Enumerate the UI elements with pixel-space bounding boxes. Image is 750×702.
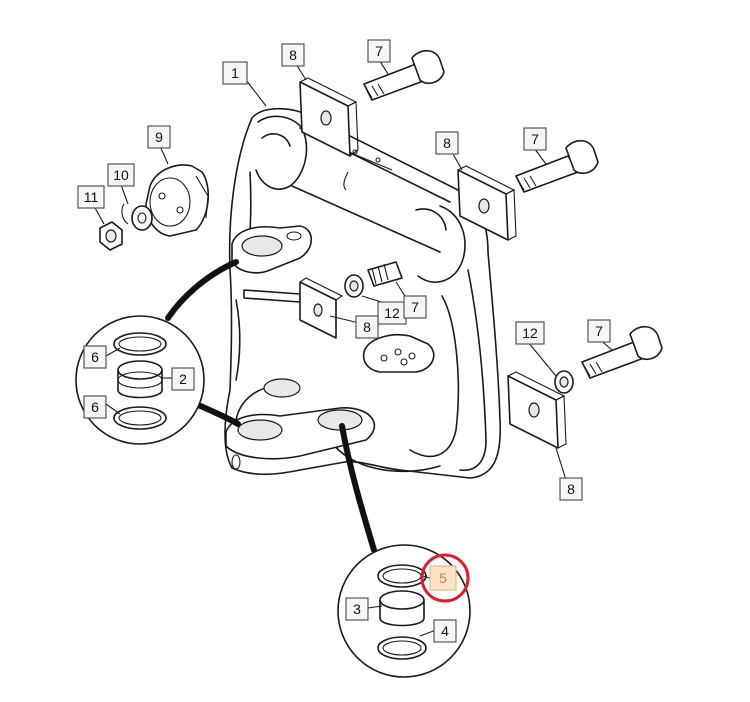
callout-7-top: 7 <box>367 39 391 63</box>
callout-4: 4 <box>433 619 457 643</box>
svg-text:4: 4 <box>441 623 449 639</box>
svg-text:5: 5 <box>439 570 447 586</box>
svg-text:3: 3 <box>353 601 361 617</box>
pointer-line-middle <box>193 401 241 427</box>
svg-text:10: 10 <box>113 167 129 183</box>
bolt-inner <box>367 261 403 287</box>
svg-text:7: 7 <box>595 323 603 339</box>
callout-9: 9 <box>147 125 171 149</box>
highlight-ring <box>420 553 470 603</box>
nut-part-11 <box>99 221 123 251</box>
bolt-right-lower <box>581 325 663 379</box>
svg-text:8: 8 <box>289 47 297 63</box>
callout-8-top: 8 <box>281 43 305 67</box>
svg-text:7: 7 <box>531 131 539 147</box>
plate-right-lower <box>507 371 567 449</box>
callout-7-right-upper: 7 <box>523 127 547 151</box>
svg-text:8: 8 <box>443 135 451 151</box>
spacer-inner <box>344 274 364 298</box>
svg-text:12: 12 <box>522 325 538 341</box>
callout-8-right-upper: 8 <box>435 131 459 155</box>
plate-inner <box>299 277 344 339</box>
svg-text:1: 1 <box>231 65 239 81</box>
svg-text:7: 7 <box>375 43 383 59</box>
callout-6-upper: 6 <box>83 345 107 369</box>
bolt-top <box>363 49 445 101</box>
pointer-line-lower <box>339 423 377 553</box>
svg-text:6: 6 <box>91 399 99 415</box>
svg-text:9: 9 <box>155 129 163 145</box>
callout-11: 11 <box>77 185 105 209</box>
pointer-line-upper <box>165 259 239 321</box>
plate-top <box>299 77 359 157</box>
svg-text:12: 12 <box>384 305 400 321</box>
callout-6-lower: 6 <box>83 395 107 419</box>
callout-3: 3 <box>345 597 369 621</box>
bracket-casting <box>224 107 502 479</box>
callout-5-highlighted[interactable]: 5 <box>420 553 470 603</box>
cap-part-9 <box>145 164 210 237</box>
callout-2: 2 <box>171 367 195 391</box>
callout-1: 1 <box>222 61 248 85</box>
callout-12-right: 12 <box>515 321 545 345</box>
detail-circle-left <box>75 315 205 445</box>
svg-text:11: 11 <box>84 189 99 205</box>
plate-right-upper <box>457 165 517 241</box>
callout-12-inner: 12 <box>377 301 407 325</box>
svg-text:2: 2 <box>179 371 187 387</box>
bolt-right-upper <box>515 139 599 193</box>
callout-10: 10 <box>107 163 135 187</box>
svg-text:7: 7 <box>411 299 419 315</box>
washer-part-10 <box>121 203 153 231</box>
svg-text:6: 6 <box>91 349 99 365</box>
callout-7-inner: 7 <box>403 295 427 319</box>
callout-8-right-lower: 8 <box>559 477 583 501</box>
svg-text:8: 8 <box>567 481 575 497</box>
svg-text:8: 8 <box>363 319 371 335</box>
callout-8-inner: 8 <box>355 315 379 339</box>
spacer-right <box>554 370 574 394</box>
callout-7-right-lower: 7 <box>587 319 611 343</box>
